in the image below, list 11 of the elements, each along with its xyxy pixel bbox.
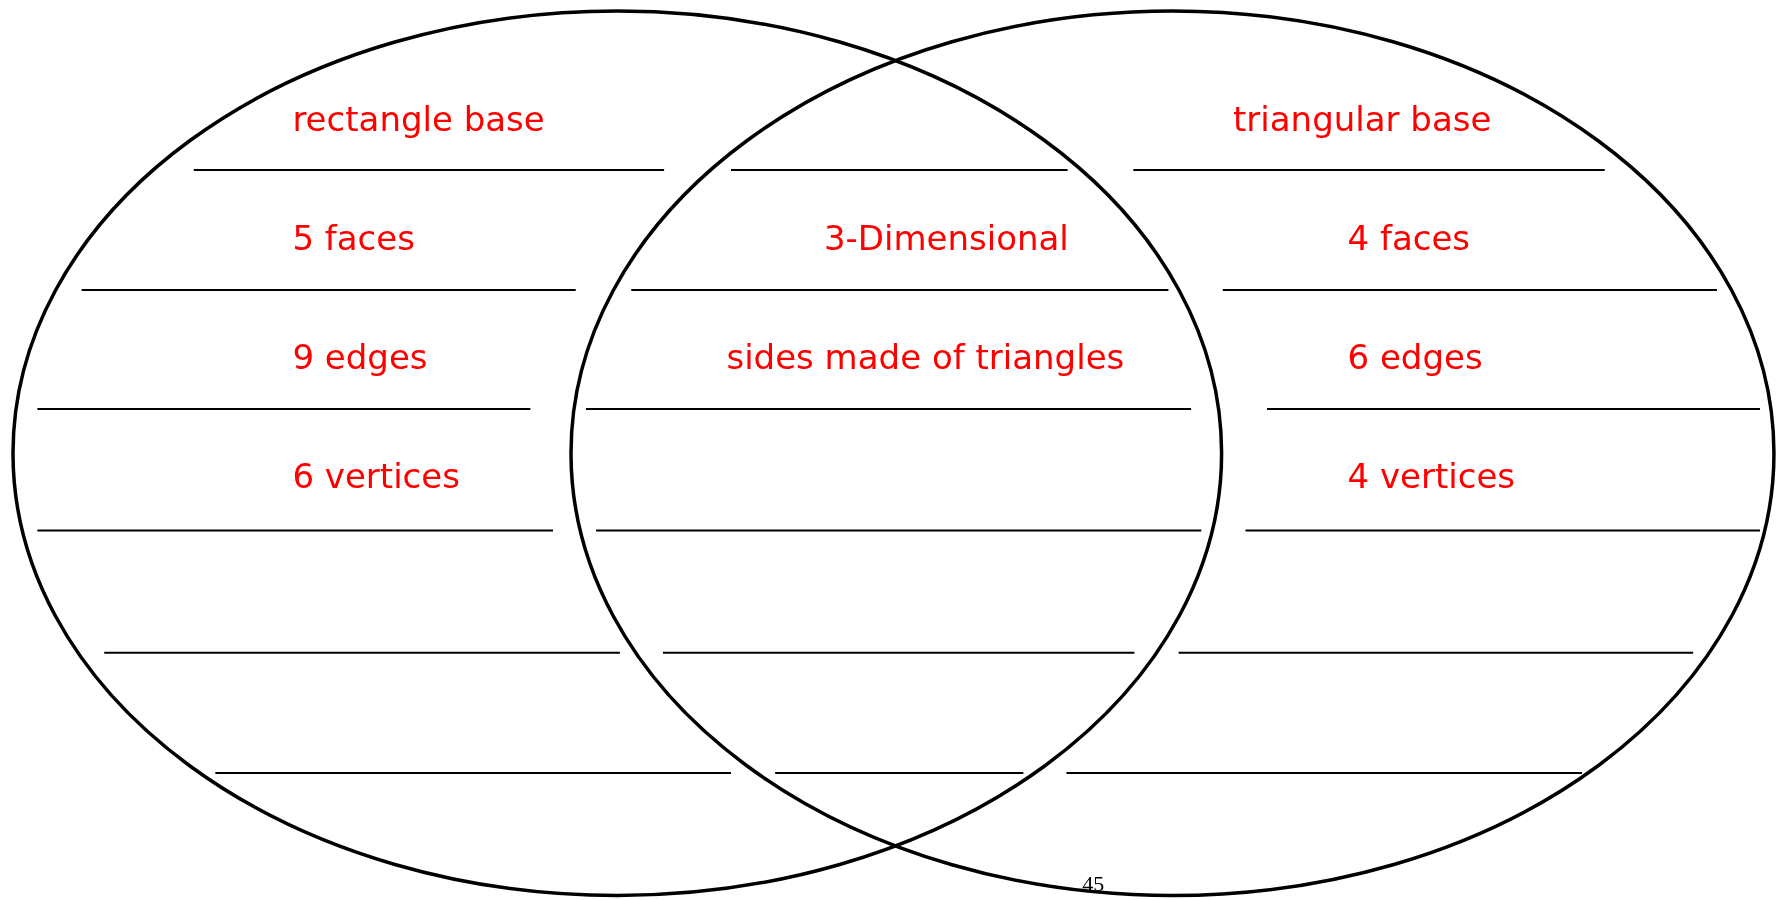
attribute-text: 6 edges xyxy=(1347,336,1483,377)
attribute-text: rectangle base xyxy=(292,99,545,139)
attribute-text: 6 vertices xyxy=(292,455,460,496)
attribute-text: 4 faces xyxy=(1347,218,1471,258)
attribute-text: 4 vertices xyxy=(1347,455,1516,496)
shared-attribute-text: 3-Dimensional xyxy=(823,218,1069,258)
shared-attribute-text: sides made of triangles xyxy=(726,337,1125,377)
attribute-text: triangular base xyxy=(1233,99,1492,139)
page-number: 45 xyxy=(1082,869,1105,898)
attribute-text: 9 edges xyxy=(292,336,428,377)
attribute-text: 5 faces xyxy=(292,218,415,258)
